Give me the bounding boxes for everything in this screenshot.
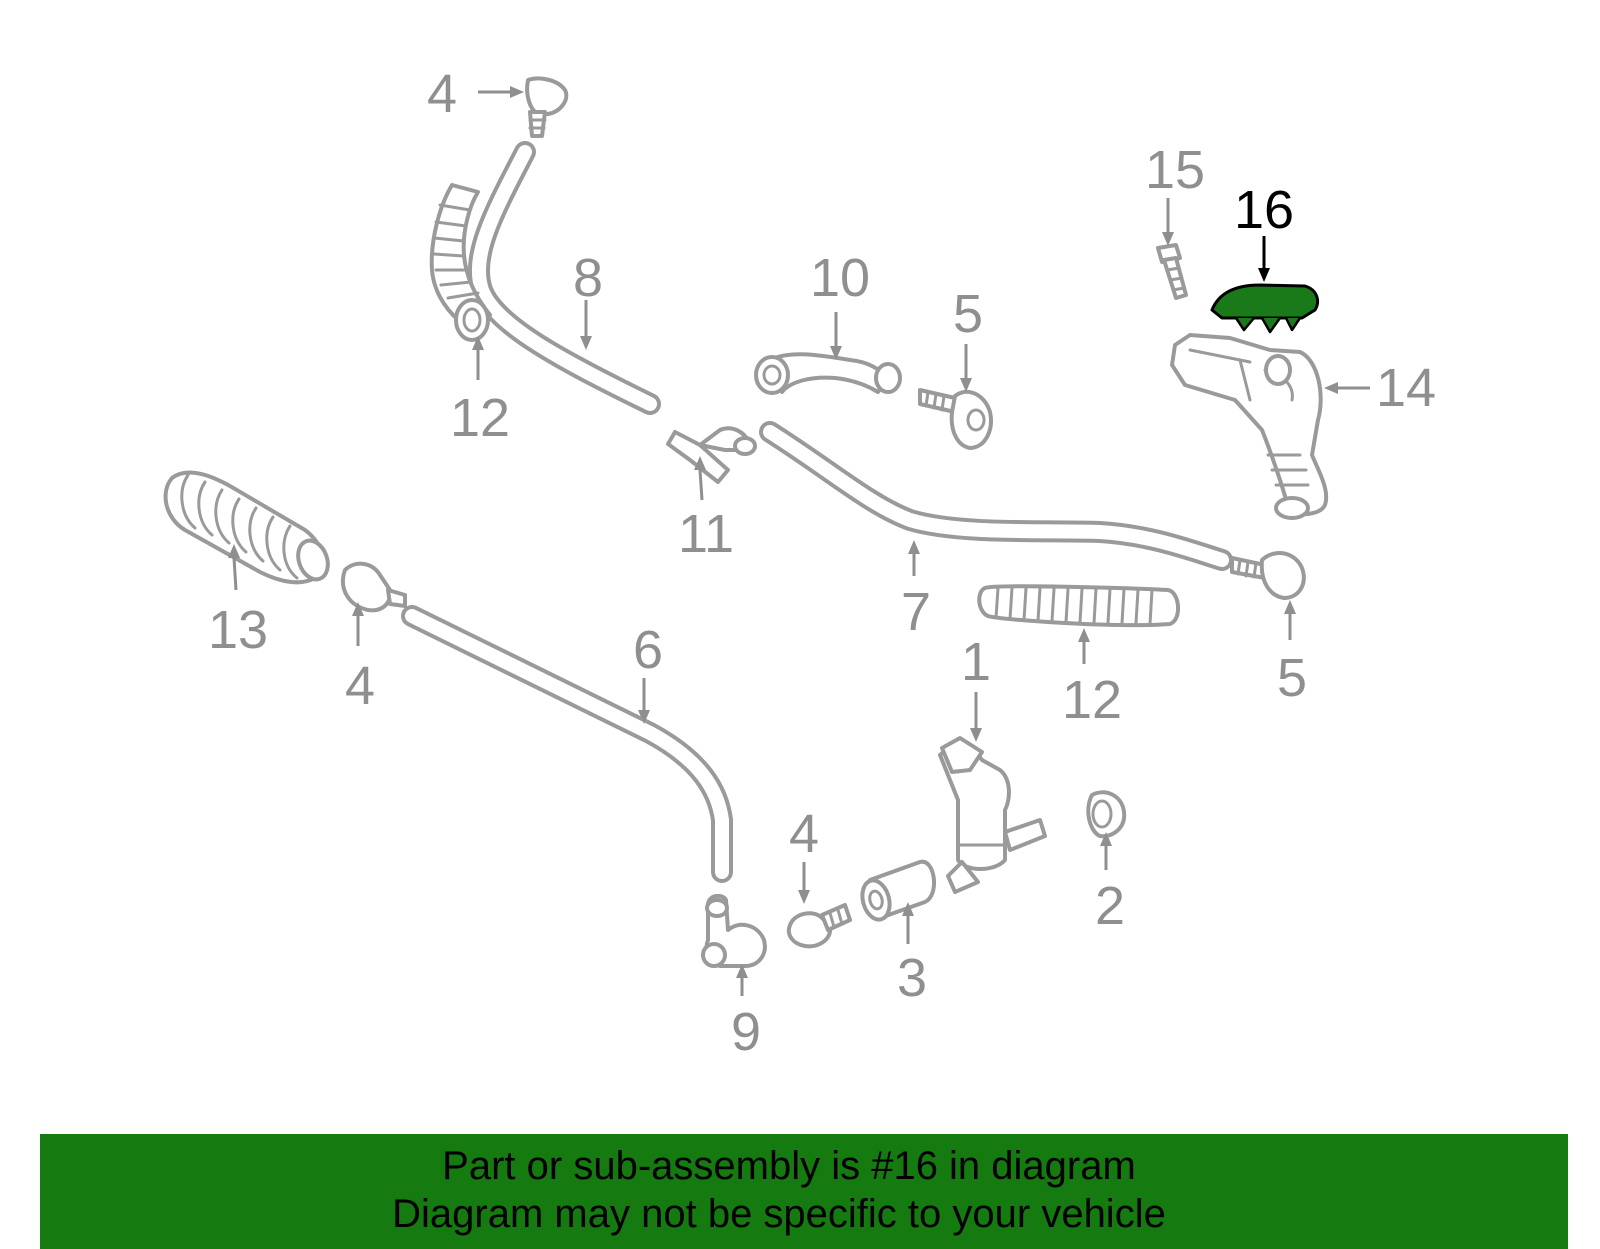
callout-5-upper: 5: [953, 284, 983, 392]
callout-4-mid: 4: [345, 602, 375, 716]
callout-label: 1: [961, 632, 991, 692]
callout-6: 6: [633, 620, 663, 724]
nozzle-4-lower[interactable]: [786, 903, 852, 949]
callout-label: 12: [450, 388, 510, 448]
callout-label: 5: [953, 284, 983, 344]
nozzle-5-upper[interactable]: [918, 388, 993, 450]
corrugated-hose-12-lower[interactable]: [977, 584, 1180, 628]
hose-8[interactable]: [467, 141, 661, 415]
callout-9: 9: [731, 964, 761, 1062]
connector-11[interactable]: [666, 426, 757, 484]
bolt-15[interactable]: [1156, 243, 1188, 300]
nozzle-5-lower[interactable]: [1230, 551, 1306, 600]
callout-15: 15: [1145, 140, 1205, 246]
corrugated-hose-12-upper[interactable]: [429, 183, 492, 342]
callout-label: 12: [1062, 670, 1122, 730]
cover-16[interactable]: [1210, 283, 1319, 334]
callout-14: 14: [1324, 358, 1436, 418]
callout-12-upper: 12: [450, 336, 510, 448]
nozzle-4-mid[interactable]: [341, 561, 407, 613]
elbow-9[interactable]: [701, 893, 767, 968]
callout-label: 6: [633, 620, 663, 680]
callout-8: 8: [573, 248, 603, 350]
callout-label: 14: [1376, 358, 1436, 418]
bracket-14[interactable]: [1170, 333, 1329, 520]
callout-label: 2: [1095, 876, 1125, 936]
callout-2: 2: [1095, 832, 1125, 936]
callout-label: 9: [731, 1002, 761, 1062]
callout-label: 10: [810, 248, 870, 308]
callout-16: 16: [1234, 180, 1294, 282]
callout-13: 13: [208, 544, 268, 660]
callout-label: 4: [427, 64, 457, 124]
seal-3[interactable]: [858, 859, 937, 923]
callout-3: 3: [897, 902, 927, 1008]
callout-label: 15: [1145, 140, 1205, 200]
callout-10: 10: [810, 248, 870, 360]
callout-label: 8: [573, 248, 603, 308]
grommet-2[interactable]: [1086, 790, 1127, 839]
nozzle-4-top[interactable]: [525, 76, 569, 138]
callout-label: 13: [208, 600, 268, 660]
callout-label: 16: [1234, 180, 1294, 240]
hose-7[interactable]: [759, 421, 1233, 571]
callout-1: 1: [961, 632, 991, 742]
elbow-hose-10[interactable]: [754, 352, 902, 395]
pump-1[interactable]: [938, 736, 1047, 894]
hose-6[interactable]: [401, 605, 733, 883]
banner-part-text: Part or sub-assembly is #16 in diagram: [442, 1144, 1136, 1188]
callout-label: 4: [789, 804, 819, 864]
callout-label: 7: [901, 582, 931, 642]
banner-disclaimer-text: Diagram may not be specific to your vehi…: [392, 1192, 1166, 1236]
callout-7: 7: [901, 540, 931, 642]
callout-label: 11: [678, 504, 734, 564]
callout-4-top: 4: [427, 64, 524, 124]
info-banner: Part or sub-assembly is #16 in diagram D…: [40, 1134, 1568, 1249]
callout-4-lower: 4: [789, 804, 819, 904]
callout-11: 11: [678, 456, 734, 564]
callout-label: 4: [345, 656, 375, 716]
callout-5-lower: 5: [1277, 600, 1307, 708]
callout-label: 3: [897, 948, 927, 1008]
boot-13[interactable]: [163, 470, 333, 585]
callout-label: 5: [1277, 648, 1307, 708]
callout-12-lower: 12: [1062, 628, 1122, 730]
